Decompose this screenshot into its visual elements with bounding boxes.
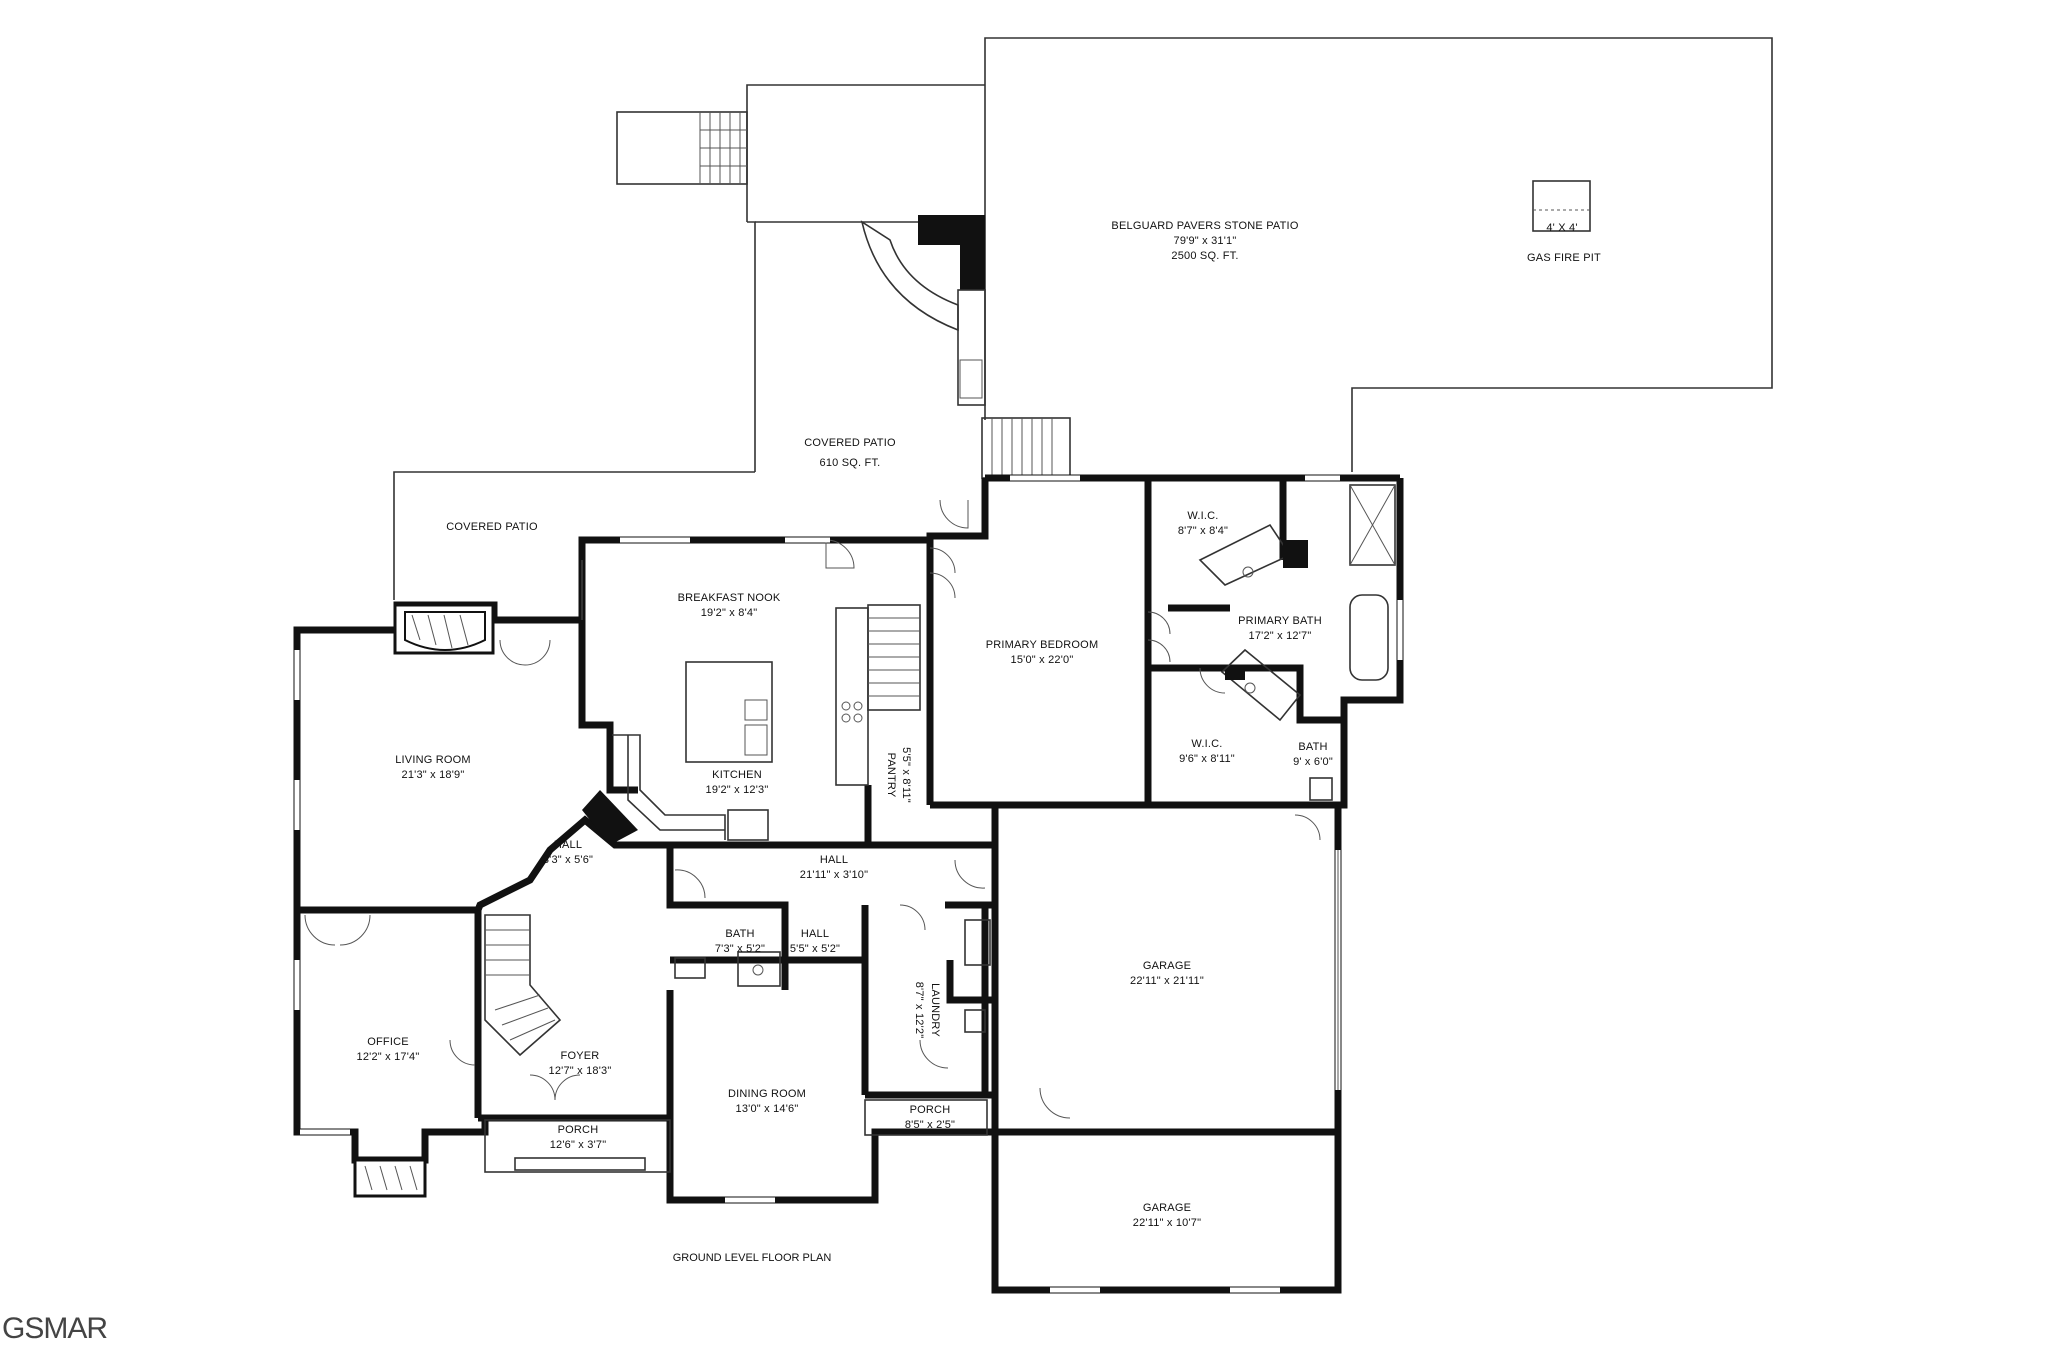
kitchen-stairs — [867, 604, 921, 711]
room-dims: 3'3" x 5'6" — [543, 854, 593, 866]
room-name: GARAGE — [1143, 1202, 1191, 1214]
room-dims: 22'11" x 10'7" — [1133, 1217, 1201, 1229]
room-extra: 2500 SQ. FT. — [1171, 250, 1238, 262]
gas-fire-pit — [1532, 180, 1591, 232]
outdoor-bar — [860, 215, 986, 406]
room-name: W.I.C. — [1191, 738, 1222, 750]
fireplaces — [353, 603, 495, 1198]
room-name: LIVING ROOM — [395, 754, 471, 766]
room-dims: 22'11" x 21'11" — [1130, 975, 1204, 987]
room-dims: 8'5" x 2'5" — [905, 1119, 955, 1131]
room-name: GARAGE — [1143, 960, 1191, 972]
room-name: PORCH — [558, 1124, 599, 1136]
room-dims: 7'3" x 5'2" — [715, 943, 765, 955]
room-name: BELGUARD PAVERS STONE PATIO — [1111, 220, 1298, 232]
room-name: BATH — [725, 928, 754, 940]
interior-walls — [297, 478, 1348, 1136]
room-name: DINING ROOM — [728, 1088, 806, 1100]
room-dims: 8'7" x 8'4" — [1178, 525, 1228, 537]
room-dims: 610 SQ. FT. — [820, 457, 881, 469]
room-dims: 19'2" x 8'4" — [701, 607, 758, 619]
exterior-walls — [293, 474, 1404, 1294]
watermark-logo: GSMAR — [2, 1312, 107, 1345]
room-dims: 21'11" x 3'10" — [800, 869, 868, 881]
kitchen-fixtures — [582, 607, 869, 845]
room-name: KITCHEN — [712, 769, 762, 781]
room-name: COVERED PATIO — [446, 521, 538, 533]
room-name: FOYER — [561, 1050, 600, 1062]
room-name: 4' X 4' — [1546, 222, 1577, 234]
room-labels: BELGUARD PAVERS STONE PATIO 79'9" x 31'1… — [357, 220, 1601, 1229]
room-name: PANTRY — [885, 753, 897, 798]
room-dims: 5'5" x 8'11" — [900, 747, 912, 803]
room-dims: 9'6" x 8'11" — [1179, 753, 1235, 765]
room-name: HALL — [554, 839, 582, 851]
room-name: BREAKFAST NOOK — [678, 592, 781, 604]
room-dims: 12'2" x 17'4" — [357, 1051, 420, 1063]
room-dims: 21'3" x 18'9" — [402, 769, 465, 781]
room-name: LAUNDRY — [929, 983, 941, 1037]
room-dims: 8'7" x 12'2" — [913, 982, 925, 1039]
room-dims: 13'0" x 14'6" — [736, 1103, 799, 1115]
bedroom-steps — [981, 417, 1071, 479]
room-dims: 12'7" x 18'3" — [549, 1065, 612, 1077]
room-dims: 12'6" x 3'7" — [550, 1139, 607, 1151]
room-name: COVERED PATIO — [804, 437, 896, 449]
doors — [304, 499, 1321, 1119]
plan-title: GROUND LEVEL FLOOR PLAN — [673, 1252, 832, 1264]
room-name: OFFICE — [367, 1036, 409, 1048]
foyer-stairs — [484, 914, 562, 1057]
porch-outline — [484, 1099, 988, 1173]
room-name: W.I.C. — [1187, 510, 1218, 522]
stone-patio-outline — [746, 37, 1773, 472]
windows — [294, 475, 1403, 1293]
room-name: PRIMARY BEDROOM — [986, 639, 1099, 651]
room-name: BATH — [1298, 741, 1327, 753]
room-dims: 15'0" x 22'0" — [1011, 654, 1074, 666]
room-name: GAS FIRE PIT — [1527, 252, 1601, 264]
room-name: HALL — [820, 854, 848, 866]
patio-stairs — [616, 111, 748, 185]
room-name: PRIMARY BATH — [1238, 615, 1322, 627]
room-dims: 19'2" x 12'3" — [706, 784, 769, 796]
room-dims: 9' x 6'0" — [1293, 756, 1333, 768]
room-dims: 79'9" x 31'1" — [1174, 235, 1237, 247]
room-name: PORCH — [910, 1104, 951, 1116]
room-name: HALL — [801, 928, 829, 940]
room-dims: 17'2" x 12'7" — [1249, 630, 1312, 642]
half-bath-fixtures — [674, 919, 991, 1033]
bath-fixtures — [1198, 484, 1396, 801]
room-dims: 5'5" x 5'2" — [790, 943, 840, 955]
